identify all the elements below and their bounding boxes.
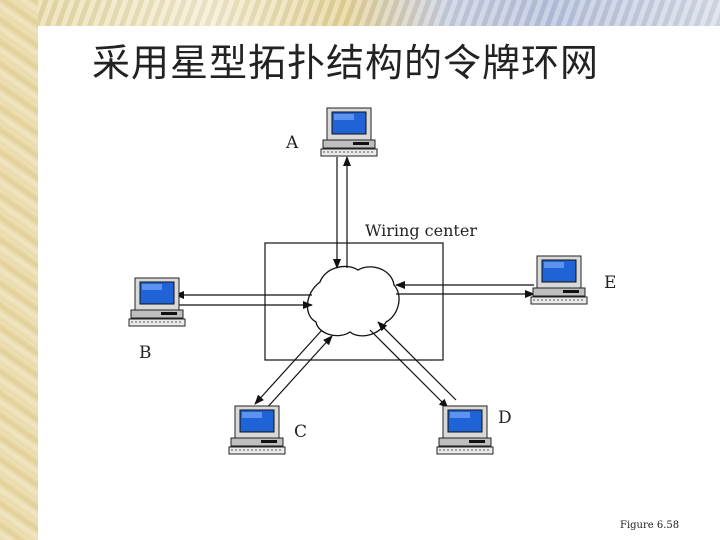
ring-hub <box>306 265 400 337</box>
figure-caption: Figure 6.58 <box>620 520 680 531</box>
computer-c <box>228 405 286 455</box>
link-d-in <box>377 321 457 401</box>
computer-a <box>320 107 378 157</box>
wiring-center-box <box>264 242 444 361</box>
node-label-a: A <box>285 133 299 153</box>
node-label-c: C <box>294 422 307 442</box>
node-label-b: B <box>139 343 152 363</box>
decorative-top-border <box>38 0 720 26</box>
computer-d <box>436 405 494 455</box>
node-label-d: D <box>498 408 512 428</box>
link-c-in <box>264 335 333 411</box>
link-d-out <box>369 329 449 409</box>
link-c-out <box>254 329 323 405</box>
decorative-left-border <box>0 0 38 540</box>
node-label-e: E <box>604 273 616 293</box>
wiring-center-label: Wiring center <box>365 221 477 240</box>
computer-b <box>128 277 186 327</box>
computer-e <box>530 255 588 305</box>
slide-title: 采用星型拓扑结构的令牌环网 <box>92 41 600 85</box>
